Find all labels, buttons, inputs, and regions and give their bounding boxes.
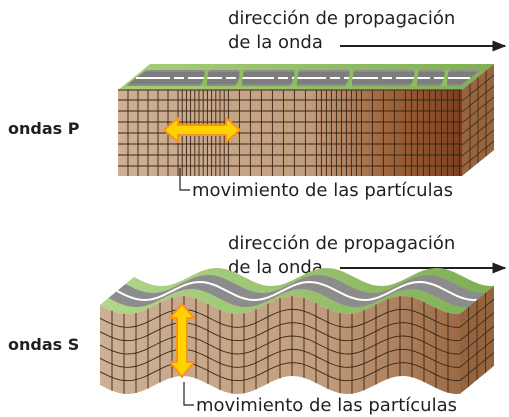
- p-block-side-grid: [461, 70, 495, 170]
- p-particle-leader-line: [179, 168, 190, 191]
- p-grass-tuft: [440, 70, 449, 86]
- p-side-grid-row-line: [461, 107, 495, 135]
- s-wave-name: ondas S: [8, 335, 79, 354]
- s-block-side-grid: [459, 292, 495, 387]
- s-block-grid: [99, 296, 461, 394]
- s-wave-block: [99, 268, 495, 394]
- s-particle-label: movimiento de las partículas: [196, 395, 457, 416]
- p-wave-name: ondas P: [8, 119, 80, 138]
- p-side-grid-row-line: [461, 118, 495, 146]
- p-particle-motion-arrow: [163, 117, 241, 143]
- p-side-grid-row-line: [461, 96, 495, 124]
- s-grid-row-line: [99, 348, 461, 368]
- s-wave-panel: dirección de propagación de la onda onda…: [8, 233, 507, 416]
- s-side-grid-row-line: [459, 298, 495, 328]
- s-grid-row-line: [99, 308, 461, 328]
- p-grass-tuft: [200, 70, 209, 86]
- s-side-grid-row-line: [459, 352, 495, 381]
- p-particle-label: movimiento de las partículas: [192, 180, 453, 201]
- s-side-grid-row-line: [459, 312, 495, 341]
- p-direction-label-line1: dirección de propagación: [228, 8, 455, 29]
- p-side-grid-row-line: [461, 74, 495, 102]
- s-side-grid-row-line: [459, 338, 495, 368]
- p-grass-tuft: [345, 70, 354, 86]
- s-grid-row-line: [99, 362, 460, 382]
- s-road-marking: [116, 280, 478, 302]
- s-grid-row-line: [99, 335, 461, 355]
- s-particle-leader-line: [183, 382, 194, 406]
- p-grass-tuft: [235, 70, 244, 86]
- p-grass-tuft: [290, 70, 299, 86]
- s-particle-motion-arrow: [169, 303, 195, 378]
- s-direction-label-line1: dirección de propagación: [228, 233, 455, 254]
- p-side-grid-row-line: [461, 85, 495, 113]
- p-side-grid-row-line: [461, 129, 495, 157]
- p-side-grid-row-line: [461, 140, 495, 168]
- p-direction-label-line2: de la onda: [228, 32, 323, 53]
- p-grass-tuft: [410, 70, 419, 86]
- s-direction-label-line2: de la onda: [228, 257, 323, 278]
- p-wave-panel: dirección de propagación de la onda onda…: [8, 8, 507, 201]
- p-block-grid: [118, 89, 462, 176]
- p-grass-tufts: [200, 70, 449, 86]
- s-side-grid-row-line: [459, 325, 495, 355]
- s-grid-row-line: [99, 322, 460, 342]
